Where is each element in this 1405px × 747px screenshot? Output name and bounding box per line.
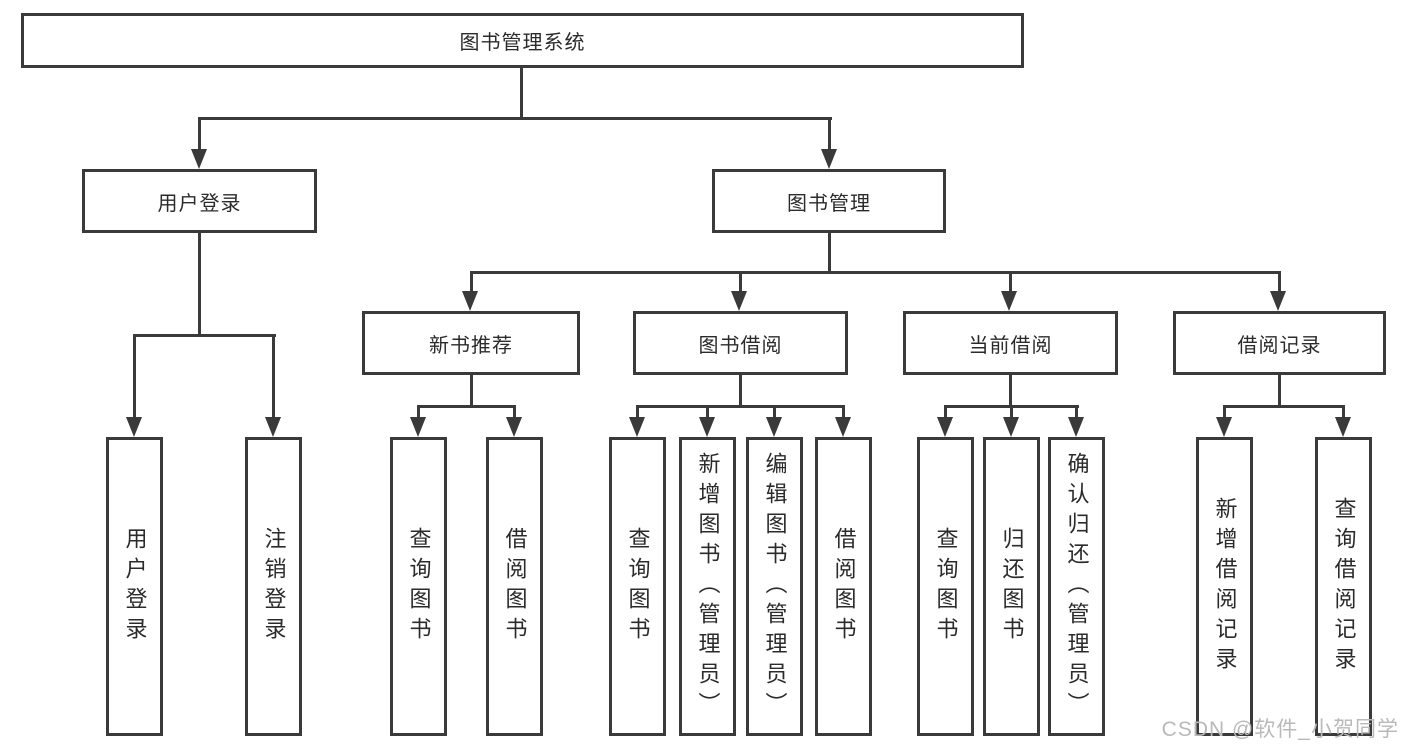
arrowhead-down-icon <box>699 417 715 437</box>
arrowhead-down-icon <box>821 149 837 169</box>
arrowhead-down-icon <box>731 291 747 311</box>
connector-line <box>470 271 473 293</box>
connector-line <box>417 405 420 419</box>
connector-line <box>198 117 832 120</box>
connector-line <box>636 405 845 408</box>
connector-line <box>944 405 947 419</box>
connector-line <box>739 375 742 407</box>
arrowhead-down-icon <box>1001 291 1017 311</box>
leaf-logout: 注销登录 <box>245 437 302 736</box>
leaf-add-borrow-record: 新增借阅记录 <box>1196 437 1253 736</box>
connector-line <box>828 117 831 151</box>
leaf-borrow-books-recommend: 借阅图书 <box>486 437 543 736</box>
connector-line <box>133 334 136 419</box>
arrowhead-down-icon <box>410 417 426 437</box>
connector-line <box>828 233 831 274</box>
connector-line <box>1223 405 1226 419</box>
connector-line <box>470 271 1281 274</box>
connector-line <box>198 233 201 337</box>
connector-line <box>1075 405 1078 419</box>
connector-line <box>417 405 516 408</box>
node-current-borrowing: 当前借阅 <box>903 311 1118 375</box>
connector-line <box>1223 405 1345 408</box>
connector-line <box>1010 405 1013 419</box>
connector-line <box>706 405 709 419</box>
connector-line <box>520 68 523 119</box>
leaf-confirm-return-admin: 确认归还（管理员） <box>1048 437 1105 736</box>
arrowhead-down-icon <box>1068 417 1084 437</box>
node-library-management-system: 图书管理系统 <box>21 13 1024 68</box>
connector-line <box>470 375 473 408</box>
node-user-login: 用户登录 <box>82 169 317 233</box>
leaf-query-books-current: 查询图书 <box>917 437 974 736</box>
connector-line <box>198 117 201 151</box>
arrowhead-down-icon <box>629 417 645 437</box>
connector-line <box>1278 271 1281 293</box>
leaf-borrow-books-borrowing: 借阅图书 <box>815 437 872 736</box>
leaf-query-books-borrowing: 查询图书 <box>609 437 666 736</box>
leaf-query-borrow-record: 查询借阅记录 <box>1315 437 1372 736</box>
connector-line <box>1009 375 1012 407</box>
arrowhead-down-icon <box>191 149 207 169</box>
connector-line <box>773 405 776 419</box>
leaf-edit-book-admin: 编辑图书（管理员） <box>746 437 803 736</box>
arrowhead-down-icon <box>937 417 953 437</box>
arrowhead-down-icon <box>766 417 782 437</box>
connector-line <box>133 334 276 337</box>
node-book-management: 图书管理 <box>712 169 946 233</box>
connector-line <box>636 405 639 419</box>
arrowhead-down-icon <box>1216 417 1232 437</box>
arrowhead-down-icon <box>1335 417 1351 437</box>
arrowhead-down-icon <box>1270 291 1286 311</box>
node-borrowing-records: 借阅记录 <box>1173 311 1386 375</box>
leaf-user-login: 用户登录 <box>106 437 163 736</box>
leaf-return-book: 归还图书 <box>983 437 1040 736</box>
connector-line <box>513 405 516 419</box>
leaf-query-books-recommend: 查询图书 <box>390 437 447 736</box>
arrowhead-down-icon <box>126 417 142 437</box>
arrowhead-down-icon <box>506 417 522 437</box>
arrowhead-down-icon <box>1003 417 1019 437</box>
csdn-watermark: CSDN @软件_小贺同学 <box>1161 718 1399 741</box>
connector-line <box>1278 375 1281 407</box>
connector-line <box>272 334 275 419</box>
node-book-borrowing: 图书借阅 <box>633 311 848 375</box>
connector-line <box>842 405 845 419</box>
connector-line <box>1009 271 1012 293</box>
node-new-book-recommendation: 新书推荐 <box>362 311 580 375</box>
arrowhead-down-icon <box>835 417 851 437</box>
connector-line <box>1342 405 1345 419</box>
arrowhead-down-icon <box>462 291 478 311</box>
arrowhead-down-icon <box>265 417 281 437</box>
leaf-add-book-admin: 新增图书（管理员） <box>679 437 736 736</box>
connector-line <box>739 271 742 293</box>
